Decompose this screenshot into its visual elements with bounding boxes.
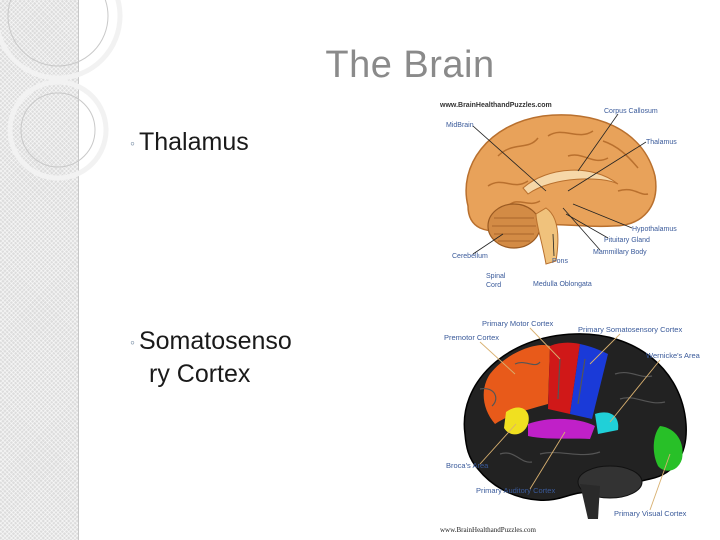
bullet-somatosensory: ◦Somatosenso ry Cortex	[130, 325, 340, 390]
label-pons: Pons	[552, 258, 568, 265]
visual-region	[653, 426, 683, 471]
corpus-callosum-shape	[522, 169, 619, 195]
brainstem-shape	[535, 207, 559, 265]
label-auditory: Primary Auditory Cortex	[476, 486, 555, 495]
somatosensory-region	[570, 344, 608, 419]
label-hypothalamus: Hypothalamus	[632, 226, 677, 233]
bullet-text-line2: ry Cortex	[149, 360, 251, 389]
bullet-icon: ◦	[130, 334, 135, 351]
label-cerebellum: Cerebellum	[452, 253, 488, 260]
auditory-region	[528, 418, 595, 439]
figure-watermark: www.BrainHealthandPuzzles.com	[439, 102, 552, 109]
label-mammillary: Mammillary Body	[593, 249, 647, 256]
label-broca: Broca's Area	[446, 461, 489, 470]
lateral-brain-figure: Primary Motor Cortex Primary Somatosenso…	[440, 319, 701, 534]
label-pituitary: Pituitary Gland	[604, 237, 650, 244]
gyri-lines	[487, 130, 649, 207]
label-visual: Primary Visual Cortex	[614, 509, 687, 518]
leader-lines	[479, 327, 671, 511]
label-midbrain: MidBrain	[446, 122, 474, 129]
cerebellum-folds	[492, 217, 536, 242]
bullet-text: Thalamus	[138, 128, 249, 156]
label-motor: Primary Motor Cortex	[482, 319, 554, 328]
wernicke-region	[595, 412, 619, 434]
label-wernicke: Wernicke's Area	[646, 351, 701, 360]
figure-watermark: www.BrainHealthandPuzzles.com	[440, 526, 537, 534]
gyri-lines	[479, 358, 666, 463]
label-spinal-line1: Spinal	[486, 273, 506, 280]
label-corpus-callosum: Corpus Callosum	[604, 108, 658, 115]
label-premotor: Premotor Cortex	[444, 333, 499, 342]
broca-region	[504, 407, 529, 435]
label-medulla: Medulla Oblongata	[533, 281, 592, 288]
decorative-circles	[0, 0, 123, 181]
motor-region	[548, 342, 580, 414]
label-thalamus: Thalamus	[646, 139, 677, 146]
bullet-text-line1: Somatosenso	[138, 327, 292, 355]
sagittal-brain-figure: www.BrainHealthandPuzzles.com MidBrain C…	[439, 102, 677, 289]
label-spinal-line2: Cord	[486, 282, 501, 289]
slide-title: The Brain	[325, 44, 495, 86]
bullet-icon: ◦	[130, 135, 135, 152]
label-somatosensory: Primary Somatosensory Cortex	[578, 325, 682, 334]
bullet-thalamus: ◦Thalamus	[130, 126, 249, 159]
leader-lines	[472, 113, 647, 257]
brainstem-shape	[580, 484, 600, 519]
side-band	[0, 0, 79, 540]
